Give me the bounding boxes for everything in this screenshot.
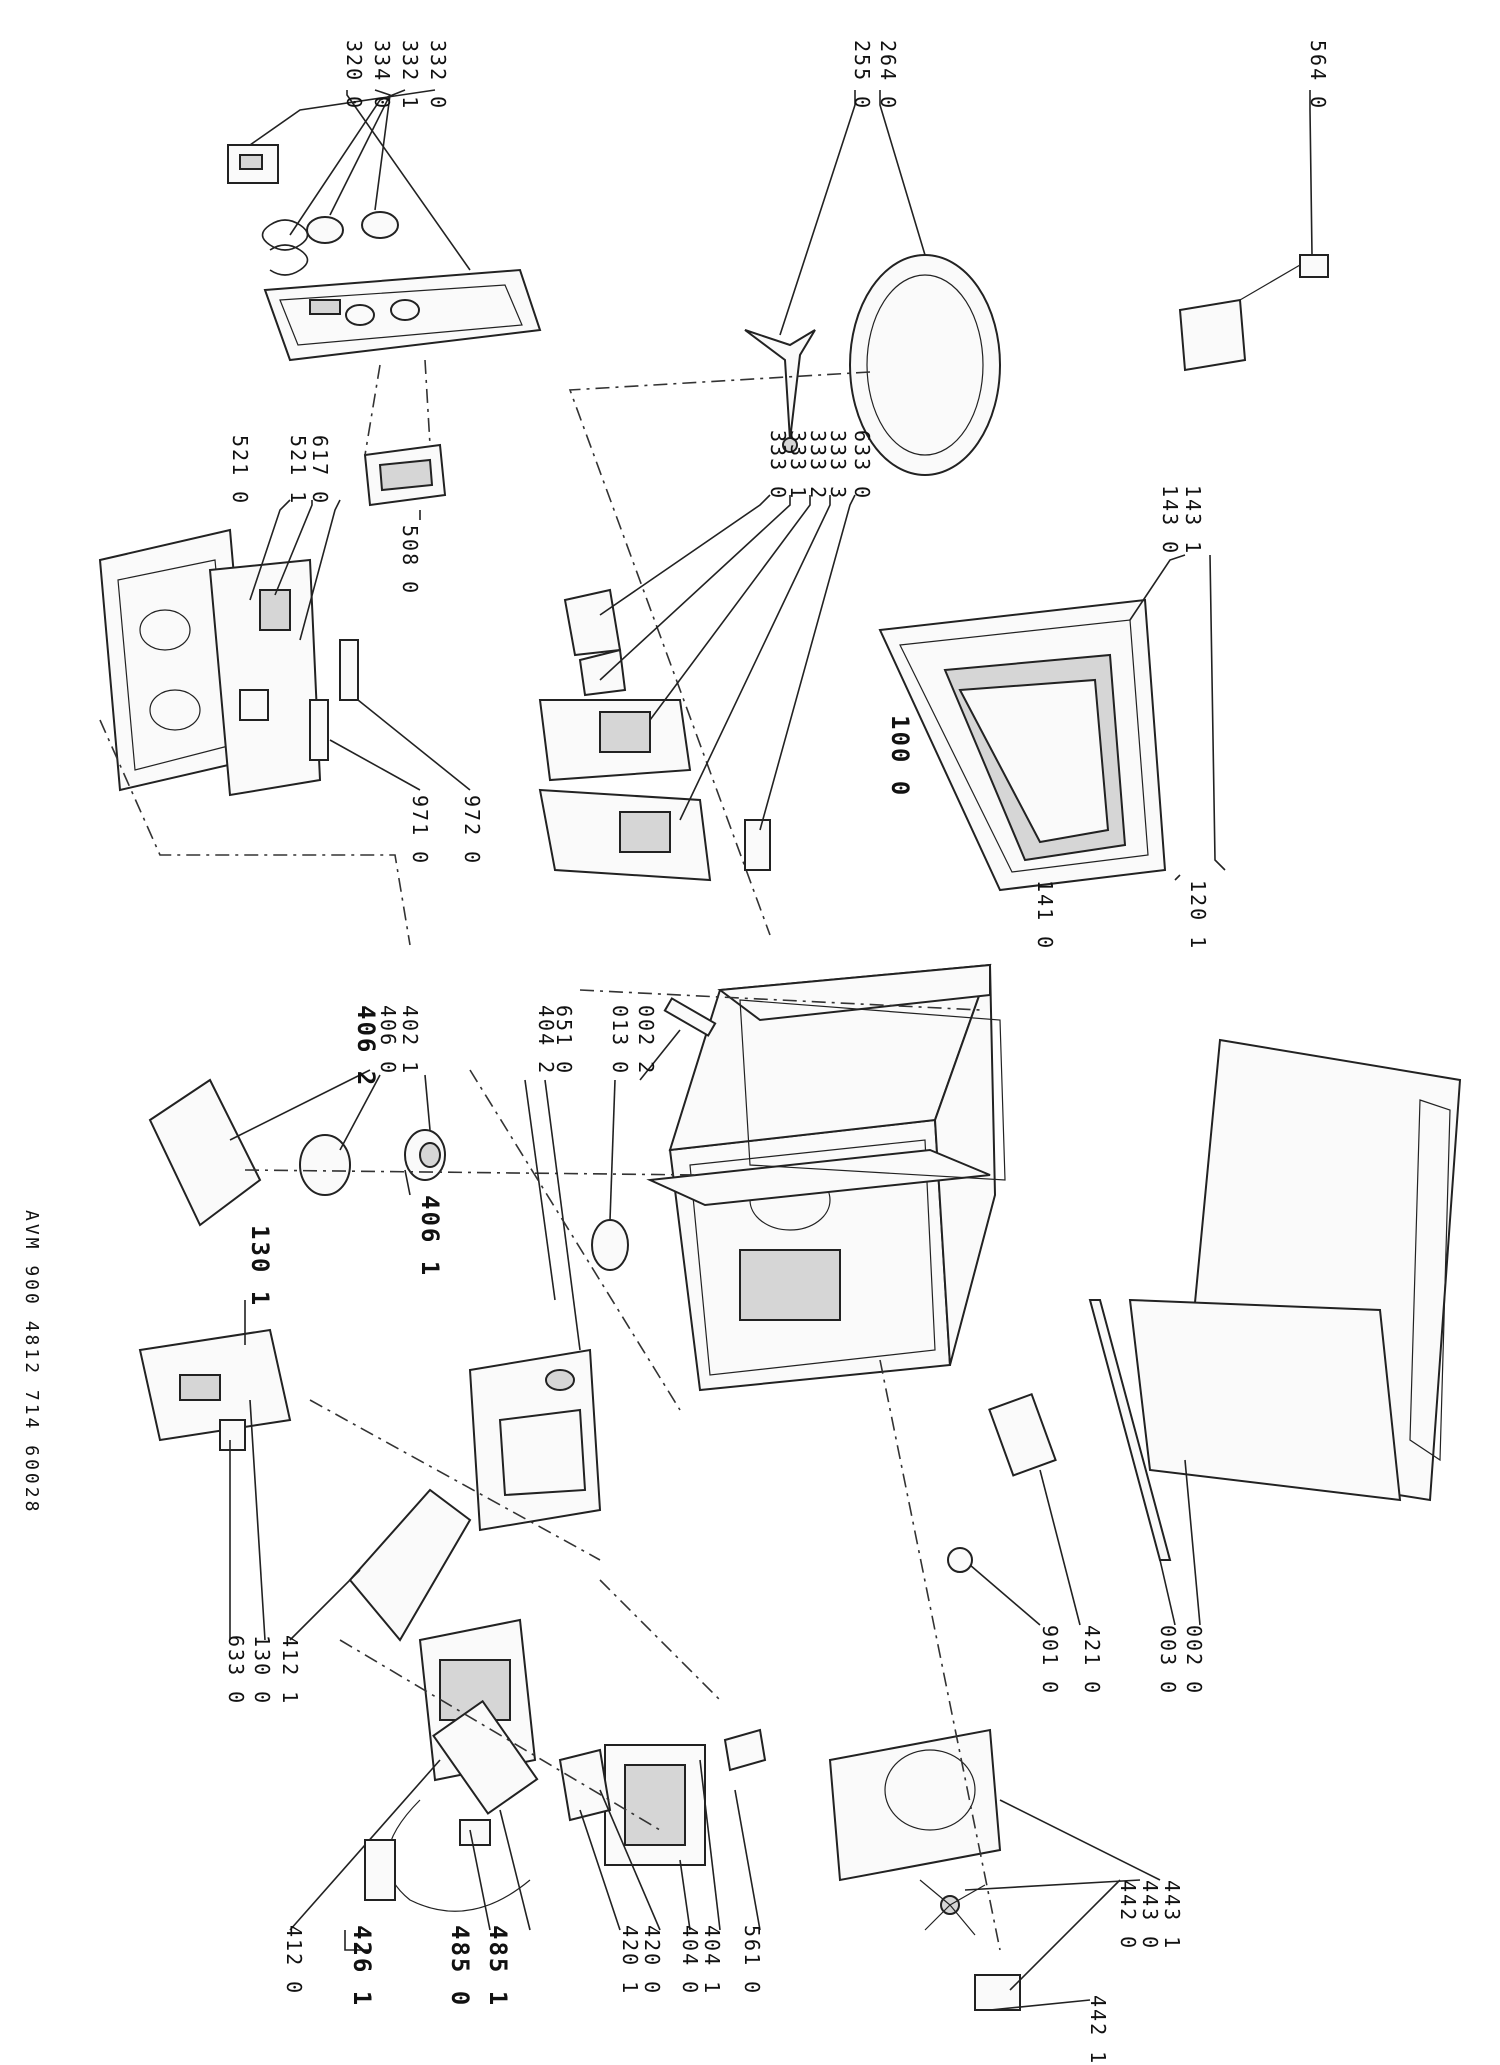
part-label-002-2: 002 2 [634,1005,658,1076]
part-label-521-0: 521 0 [228,435,252,506]
part-label-443-1: 443 1 [1160,1880,1184,1951]
part-label-426-1: 426 1 [348,1925,376,2008]
turntable-parts [744,254,1001,476]
plate-402 [148,1078,262,1227]
fuse-426 [364,1839,396,1901]
part-label-320-0: 320 0 [342,40,366,111]
part-label-420-1: 420 1 [618,1925,642,1996]
interlock-assembly [98,528,359,797]
switch-bracket-130 [138,1328,292,1451]
fan-blade [919,1879,986,1936]
part-label-508-0: 508 0 [398,525,422,596]
part-label-442-0: 442 0 [1116,1880,1140,1951]
part-label-485-0: 485 0 [446,1925,474,2008]
hv-capacitor [386,1699,539,1912]
part-label-130-0: 130 0 [250,1635,274,1706]
part-label-901-0: 901 0 [1038,1625,1062,1696]
part-label-971-0: 971 0 [408,795,432,866]
motor-406 [299,1134,351,1196]
part-label-442-1: 442 1 [1086,1995,1110,2065]
document-stamp: AVM 900 4812 714 60028 [21,1210,42,1515]
part-label-100-0: 100 0 [886,715,914,798]
part-label-972-0: 972 0 [460,795,484,866]
part-label-333-2: 333 2 [806,430,830,501]
waveguide-651 [468,1348,602,1532]
part-label-406-1: 406 1 [416,1195,444,1278]
fan-motor [974,1974,1021,2011]
part-label-264-0: 264 0 [876,40,900,111]
part-label-013-0: 013 0 [608,1005,632,1076]
part-label-332-0: 332 0 [426,40,450,111]
front-frame [646,999,1006,1207]
part-label-332-1: 332 1 [398,40,422,111]
magnetron-404 [604,1744,706,1866]
part-label-651-0: 651 0 [552,1005,576,1076]
diode-561 [723,1728,767,1772]
part-label-120-1: 120 1 [1186,880,1210,951]
rail-002-2 [663,997,717,1037]
part-label-421-0: 421 0 [1080,1625,1104,1696]
part-label-564-0: 564 0 [1306,40,1330,111]
control-panel-assembly [227,144,542,362]
part-label-333-0: 333 0 [766,430,790,501]
part-label-633-0-bottom: 633 0 [224,1635,248,1706]
part-label-617-0: 617 0 [308,435,332,506]
part-label-404-0: 404 0 [678,1925,702,1996]
part-label-255-0: 255 0 [850,40,874,111]
part-label-141-0: 141 0 [1033,880,1057,951]
door-latch-parts [538,588,771,882]
part-label-406-2: 406 2 [352,1005,380,1088]
part-label-003-0: 003 0 [1156,1625,1180,1696]
part-label-334-0: 334 0 [370,40,394,111]
part-label-633-0-top: 633 0 [850,430,874,501]
fan-duct [828,1728,1002,1882]
part-label-406-0: 406 0 [376,1005,400,1076]
part-label-485-1: 485 1 [484,1925,512,2008]
part-label-333-3: 333 3 [826,430,850,501]
part-label-402-1: 402 1 [398,1005,422,1076]
part-label-333-1: 333 1 [786,430,810,501]
part-label-412-1: 412 1 [278,1635,302,1706]
part-label-143-0: 143 0 [1158,485,1182,556]
capacitor-421 [988,1392,1057,1477]
door-assembly [878,598,1167,892]
switch-block-508 [363,443,447,507]
part-label-521-1: 521 1 [286,435,310,506]
bracket-412-1 [348,1488,472,1642]
part-label-143-1: 143 1 [1181,485,1205,556]
part-label-130-1: 130 1 [246,1225,274,1308]
part-label-420-0: 420 0 [640,1925,664,1996]
part-label-002-0: 002 0 [1182,1625,1206,1696]
bracket-564 [1178,254,1329,372]
part-label-443-0: 443 0 [1138,1880,1162,1951]
outer-casing [1128,1038,1462,1502]
part-label-404-1: 404 1 [700,1925,724,1996]
part-label-561-0: 561 0 [740,1925,764,1996]
lamp-013 [591,1219,629,1271]
bracket-420 [558,1748,612,1822]
part-label-412-0: 412 0 [282,1925,306,1996]
